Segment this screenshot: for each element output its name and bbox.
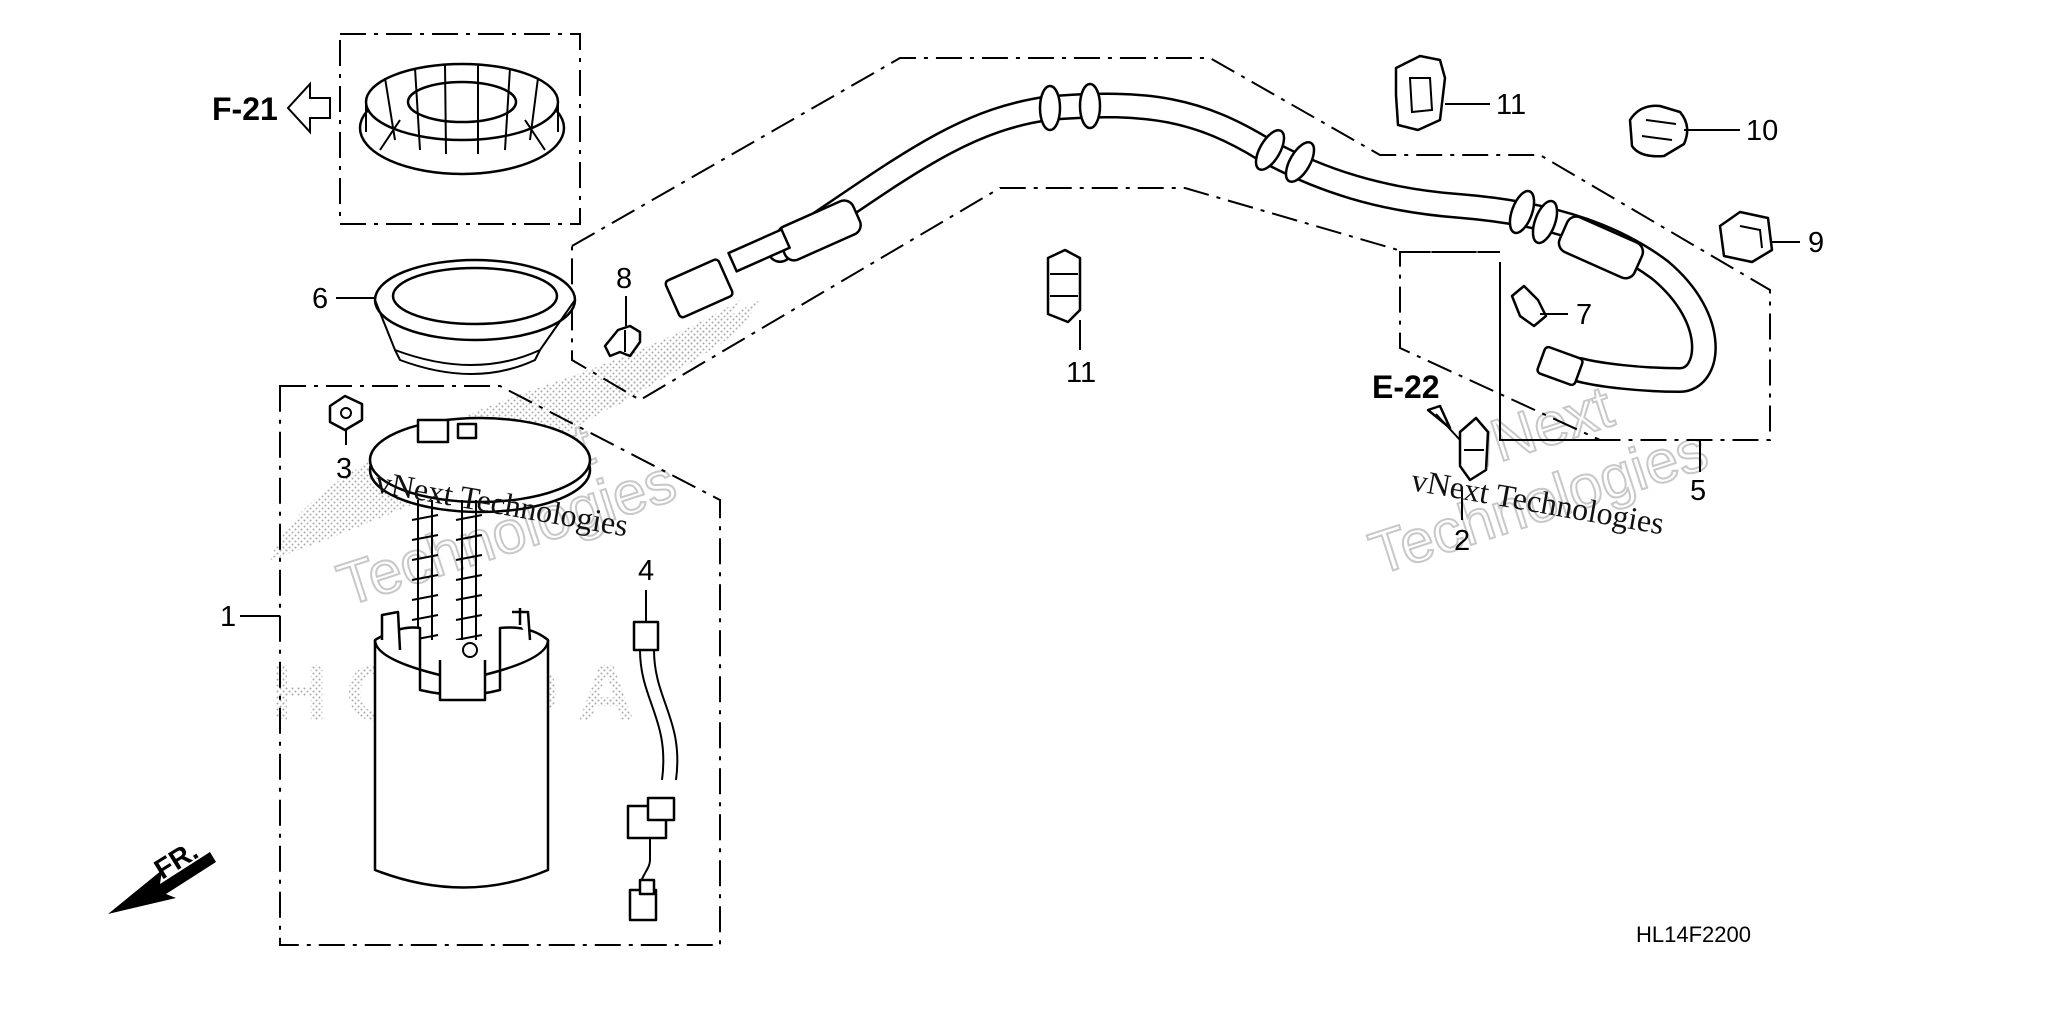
hose-clip-upper [1394, 54, 1447, 132]
fuel-line-dashed-box [571, 57, 1771, 441]
front-arrow-icon [108, 852, 216, 914]
e22-label: E-22 [1372, 369, 1440, 405]
left-arrow-icon [286, 81, 331, 135]
callout-3: 3 [336, 453, 352, 485]
callout-10: 10 [1746, 115, 1778, 147]
callout-11-upper: 11 [1496, 89, 1526, 121]
callout-1: 1 [220, 601, 236, 633]
hose-clip-small [1718, 210, 1774, 264]
callout-6: 6 [312, 283, 328, 315]
hose-clamp-part [1628, 104, 1689, 158]
pump-assembly-dashed-box [279, 385, 721, 946]
fuel-pump-lock-ring [358, 62, 566, 176]
clip-part-7 [1510, 284, 1548, 328]
callout-5: 5 [1690, 475, 1706, 507]
callout-2: 2 [1454, 525, 1470, 557]
callout-4: 4 [638, 555, 654, 587]
figure-code: HL14F2200 [1636, 922, 1751, 947]
hose-clip-lower [1046, 248, 1082, 324]
front-direction-arrow: FR. [108, 835, 216, 914]
fuel-pump-module [368, 416, 592, 889]
callout-8: 8 [616, 263, 632, 295]
fuel-feed-hose [664, 82, 1717, 394]
wire-harness-part [626, 620, 679, 922]
fuel-line-box-inner-edge [1499, 262, 1600, 441]
small-nut-part [328, 394, 364, 432]
callout-7: 7 [1576, 299, 1592, 331]
clip-part-2 [1458, 416, 1490, 482]
callout-leaders [240, 103, 1800, 622]
tank-seal-ring [373, 258, 577, 375]
e22-reference: E-22 [1372, 369, 1461, 441]
f21-label: F-21 [212, 91, 278, 127]
small-clip-part [603, 324, 642, 358]
f21-reference: F-21 [212, 81, 331, 135]
lock-ring-dashed-box [339, 33, 581, 225]
callout-11-lower: 11 [1066, 357, 1096, 389]
callout-9: 9 [1808, 227, 1824, 259]
